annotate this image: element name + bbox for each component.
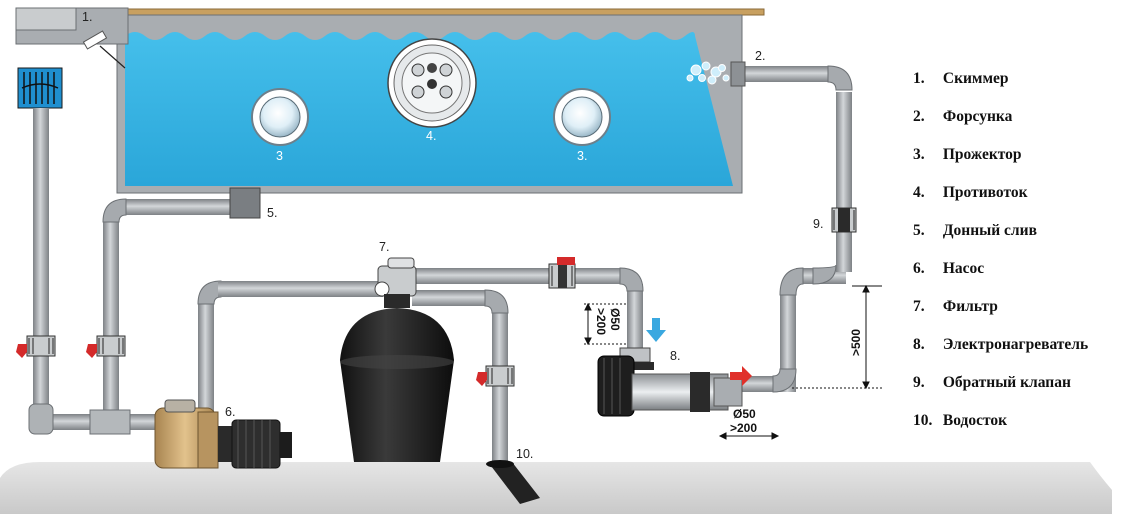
- nozzle-bubbles: [686, 61, 730, 85]
- dim-diameter-vertical: Ø50: [608, 308, 622, 331]
- callout-light-left: 3: [276, 149, 283, 163]
- legend-item-label: Прожектор: [939, 146, 1022, 163]
- legend-item: 5. Донный слив: [913, 212, 1123, 250]
- pump-discharge-pipe: [198, 300, 214, 430]
- legend-item: 4. Противоток: [913, 174, 1123, 212]
- valve-waste[interactable]: [476, 365, 515, 387]
- legend-item: 7. Фильтр: [913, 288, 1123, 326]
- drain-pipe-vertical: [103, 218, 119, 418]
- return-pipe-riser: [836, 92, 852, 272]
- valve-skimmer[interactable]: [16, 335, 56, 358]
- pool-light-right: [553, 88, 611, 146]
- dimension-horizontal-heater: [718, 432, 780, 440]
- pool-deck: [99, 8, 765, 16]
- nozzle-fitting: [730, 61, 746, 87]
- flow-arrow-right: [730, 366, 752, 386]
- filter-inlet-pipe: [218, 281, 383, 297]
- callout-pump: 6.: [225, 405, 235, 419]
- legend-item-label: Противоток: [939, 184, 1028, 201]
- callout-drain: 10.: [516, 447, 533, 461]
- callout-check-valve: 9.: [813, 217, 823, 231]
- legend-item-label: Форсунка: [939, 108, 1013, 125]
- callout-bottom-drain: 5.: [267, 206, 277, 220]
- legend-item: 6. Насос: [913, 250, 1123, 288]
- callout-heater: 8.: [670, 349, 680, 363]
- skimmer: [15, 7, 129, 109]
- callout-skimmer: 1.: [82, 10, 92, 24]
- bottom-drain-fitting: [229, 187, 261, 219]
- legend-item-number: 1.: [913, 70, 925, 87]
- legend-item: 3. Прожектор: [913, 136, 1123, 174]
- waste-elbow: [484, 289, 509, 314]
- valve-heater-bypass[interactable]: [548, 257, 576, 289]
- tee-fitting: [89, 409, 131, 435]
- check-valve: [831, 207, 857, 233]
- legend-item-label: Электронагреватель: [939, 336, 1089, 353]
- legend-item-number: 6.: [913, 260, 925, 277]
- legend-item-label: Скиммер: [939, 70, 1009, 87]
- legend-item-label: Донный слив: [939, 222, 1037, 239]
- callout-nozzle: 2.: [755, 49, 765, 63]
- legend-item: 9. Обратный клапан: [913, 364, 1123, 402]
- legend-item-number: 4.: [913, 184, 925, 201]
- drain-pipe-horizontal: [124, 199, 234, 215]
- dim-length-horizontal: >200: [730, 421, 757, 435]
- legend-item-number: 9.: [913, 374, 925, 391]
- legend-item-number: 10.: [913, 412, 933, 429]
- return-pipe-vertical: [780, 290, 796, 392]
- legend-item: 1. Скиммер: [913, 60, 1123, 98]
- dim-height-return: >500: [849, 329, 863, 356]
- nozzle-pipe: [742, 66, 832, 82]
- waste-pipe-horizontal: [412, 290, 492, 306]
- legend-item-label: Насос: [939, 260, 985, 277]
- electric-heater: [597, 347, 743, 417]
- dimension-vertical-heater: [584, 302, 626, 346]
- callout-light-right: 3.: [577, 149, 587, 163]
- skimmer-elbow: [28, 403, 54, 435]
- legend-item-label: Фильтр: [939, 298, 998, 315]
- nozzle-elbow: [827, 65, 853, 91]
- drain-elbow: [102, 198, 127, 223]
- callout-counterflow: 4.: [426, 129, 436, 143]
- legend-item-label: Обратный клапан: [939, 374, 1071, 391]
- ground: [0, 462, 1112, 514]
- heater-elbow-top: [619, 267, 644, 292]
- legend-item-number: 2.: [913, 108, 925, 125]
- return-elbow-upper: [812, 264, 837, 285]
- counterflow-unit: [387, 38, 477, 128]
- sand-filter: [340, 257, 454, 462]
- legend-item-number: 8.: [913, 336, 925, 353]
- pool-light-left: [251, 88, 309, 146]
- legend-item: 10. Водосток: [913, 402, 1123, 440]
- skimmer-pipe: [33, 108, 49, 418]
- legend-item-label: Водосток: [939, 412, 1008, 429]
- filter-outlet-pipe: [412, 268, 622, 284]
- legend-item: 8. Электронагреватель: [913, 326, 1123, 364]
- legend-item-number: 5.: [913, 222, 925, 239]
- return-pipe-horizontal: [740, 376, 782, 392]
- drain-outlet: [488, 462, 540, 504]
- dimension-height-return: [792, 284, 882, 390]
- legend-item: 2. Форсунка: [913, 98, 1123, 136]
- dim-diameter-horizontal: Ø50: [733, 407, 756, 421]
- legend-item-number: 3.: [913, 146, 925, 163]
- heater-inlet-vertical: [627, 284, 643, 348]
- pump-elbow: [197, 280, 222, 305]
- return-elbow-bottom: [772, 368, 797, 393]
- legend-item-number: 7.: [913, 298, 925, 315]
- return-elbow-mid: [779, 267, 804, 296]
- dim-length-vertical: >200: [594, 308, 608, 335]
- flow-arrow-down: [646, 318, 666, 342]
- callout-filter: 7.: [379, 240, 389, 254]
- valve-bottom-drain[interactable]: [86, 335, 126, 358]
- pump: [154, 399, 292, 469]
